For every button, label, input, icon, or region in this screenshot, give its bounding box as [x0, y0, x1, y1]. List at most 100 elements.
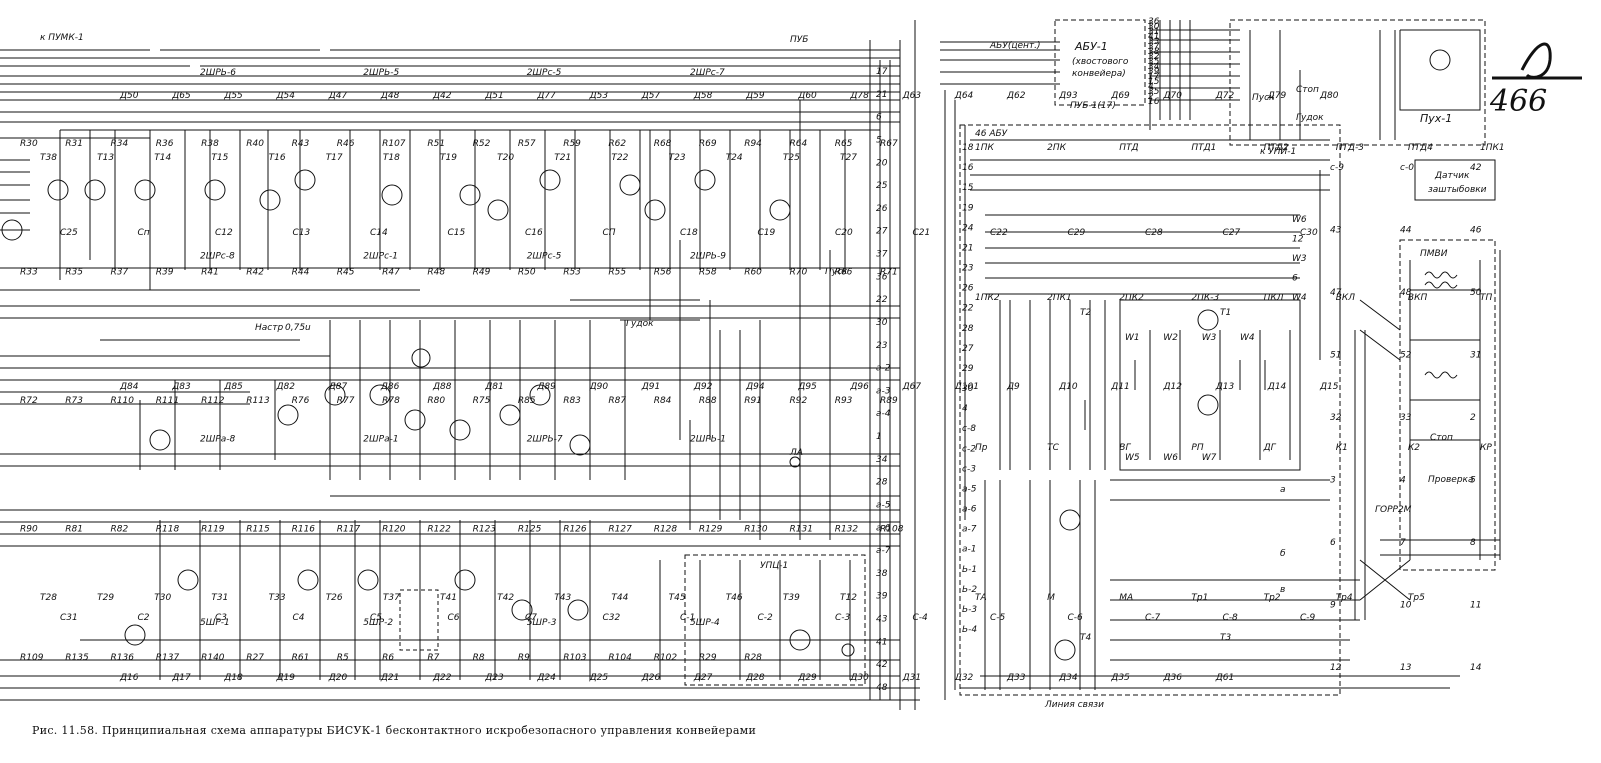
windings-label: W2 — [1163, 333, 1178, 343]
transistors_left-label: Т14 — [154, 153, 171, 163]
line-label: Линия связи — [1044, 700, 1104, 710]
terminals_left_col-label: а-7 — [876, 546, 891, 556]
resistors-label: R57 — [518, 139, 536, 149]
transistors_right-label: Т3 — [1220, 633, 1231, 643]
resistors-label: R41 — [201, 268, 219, 278]
transistors_left-label: Т41 — [440, 593, 457, 603]
terminals_left_col-label: а-6 — [876, 523, 891, 533]
capacitors-label: С-3 — [835, 613, 851, 623]
connectors-label: 2ШРс-5 — [527, 251, 562, 261]
diagram-labels: к ПУМК-1 ПУБ АБУ(цент.) АБУ-1 (хвостовог… — [40, 33, 1487, 710]
capacitors-label: С-6 — [1068, 613, 1084, 623]
bus_labels-label: 12 — [1292, 235, 1304, 245]
resistors-label: R132 — [835, 525, 859, 535]
terminals_left_col-label: а-3 — [876, 386, 891, 396]
sheet-number-mark: 466 — [1482, 30, 1592, 140]
resistors-label: R93 — [835, 396, 853, 406]
terminals_abu1-label: 35 — [1148, 57, 1160, 67]
resistors-label: R36 — [156, 139, 174, 149]
resistors-label: R87 — [608, 396, 626, 406]
bus-a-label: а — [1280, 485, 1286, 495]
stop2-label: Стоп — [1430, 433, 1453, 443]
resistors-label: R52 — [473, 139, 491, 149]
misc_labels_tail-label: 50 — [1470, 288, 1482, 298]
connectors-label: 2ШРЬ-9 — [690, 251, 726, 261]
voltage-label: 0,75u — [285, 323, 311, 333]
terminals_left_col-label: а-2 — [876, 364, 891, 374]
capacitors-label: С28 — [1145, 228, 1163, 238]
connectors-label: 5ШР-2 — [363, 618, 393, 628]
terminals_left_col-label: 27 — [876, 227, 888, 237]
resistors-label: R140 — [201, 653, 225, 663]
misc_labels_tail-label: 5 — [1470, 476, 1476, 486]
resistors-label: R60 — [744, 268, 762, 278]
connectors-label: 2ШРЬ-5 — [363, 68, 399, 78]
transistors_left-label: Т46 — [726, 593, 743, 603]
resistors-label: R115 — [246, 525, 270, 535]
diodes-label: Д67 — [902, 382, 922, 392]
terminals_right_col-label: с-3 — [962, 464, 976, 474]
transistors_right-label: Т1 — [1220, 308, 1231, 318]
resistors-label: R137 — [156, 653, 180, 663]
misc_labels_tail-label: 46 — [1470, 226, 1482, 236]
diodes-label: Д28 — [745, 673, 765, 683]
transistors_left-label: Т37 — [383, 593, 400, 603]
component-symbols — [1, 49, 1458, 661]
relays-label: ДГ — [1263, 443, 1277, 453]
relays-label: 2ПК1 — [1047, 293, 1072, 303]
transistors_left-label: Т20 — [497, 153, 514, 163]
relays-label: ВКЛ — [1336, 293, 1356, 303]
relays-label: 2ПК2 — [1119, 293, 1144, 303]
terminals_abu1-label: 39 — [1148, 67, 1160, 77]
diodes-label: Д80 — [1319, 91, 1339, 101]
diodes-label: Д59 — [745, 91, 765, 101]
diodes-label: Д23 — [484, 673, 504, 683]
relays-label: Тр4 — [1336, 593, 1353, 603]
transistors_left-label: Т21 — [554, 153, 571, 163]
terminals_left_col-label: 1 — [876, 432, 882, 442]
resistors-label: R88 — [699, 396, 717, 406]
misc_labels_tail-label: 32 — [1330, 413, 1342, 423]
terminals_left_col-label: 20 — [876, 158, 888, 168]
windings-label: W7 — [1202, 453, 1217, 463]
resistors-label: R130 — [744, 525, 768, 535]
resistors-label: R125 — [518, 525, 542, 535]
relays-label: Тр5 — [1408, 593, 1425, 603]
connectors-label: 5ШР-3 — [527, 618, 557, 628]
resistors-label: R71 — [880, 268, 898, 278]
relays-label: ТА — [975, 593, 987, 603]
diodes-label: Д61 — [1215, 673, 1234, 683]
relays-label: КР — [1480, 443, 1492, 453]
relays-label: К2 — [1408, 443, 1420, 453]
terminals_right_col-label: Ь-4 — [962, 625, 977, 635]
resistors-label: R37 — [111, 268, 129, 278]
terminals_right_col-label: Ь-3 — [962, 605, 977, 615]
relays-label: ПТД — [1119, 143, 1138, 153]
diodes-label: Д55 — [223, 91, 243, 101]
diodes-label: Д48 — [380, 91, 400, 101]
diodes-label: Д9 — [1006, 382, 1020, 392]
diodes-label: Д63 — [902, 91, 922, 101]
resistors-label: R85 — [518, 396, 536, 406]
connectors-label: 2ШРа-1 — [363, 435, 398, 445]
capacitors-label: С-8 — [1223, 613, 1239, 623]
transistors_left-label: Т25 — [783, 153, 800, 163]
terminals_abu1-label: 34 — [1148, 62, 1160, 72]
resistors-label: R112 — [201, 396, 225, 406]
capacitors-label: С-2 — [758, 613, 774, 623]
diodes-label: Д12 — [1163, 382, 1183, 392]
pmvi-label: ПМВИ — [1420, 249, 1448, 259]
resistors-label: R30 — [20, 139, 38, 149]
diodes-label: Д84 — [119, 382, 139, 392]
diodes-label: Д58 — [693, 91, 713, 101]
terminals_abu1-label: 4 — [1148, 82, 1154, 92]
relays-label: ПТД4 — [1408, 143, 1433, 153]
connectors-label: 2ШРс-7 — [690, 68, 725, 78]
diodes-label: Д50 — [119, 91, 139, 101]
resistors-label: R119 — [201, 525, 225, 535]
misc_labels_tail-label: 48 — [1400, 288, 1412, 298]
misc_labels_tail-label: 42 — [1470, 163, 1482, 173]
handwritten-stroke-icon — [1492, 42, 1582, 80]
terminals_right_col-label: 22 — [962, 304, 974, 314]
